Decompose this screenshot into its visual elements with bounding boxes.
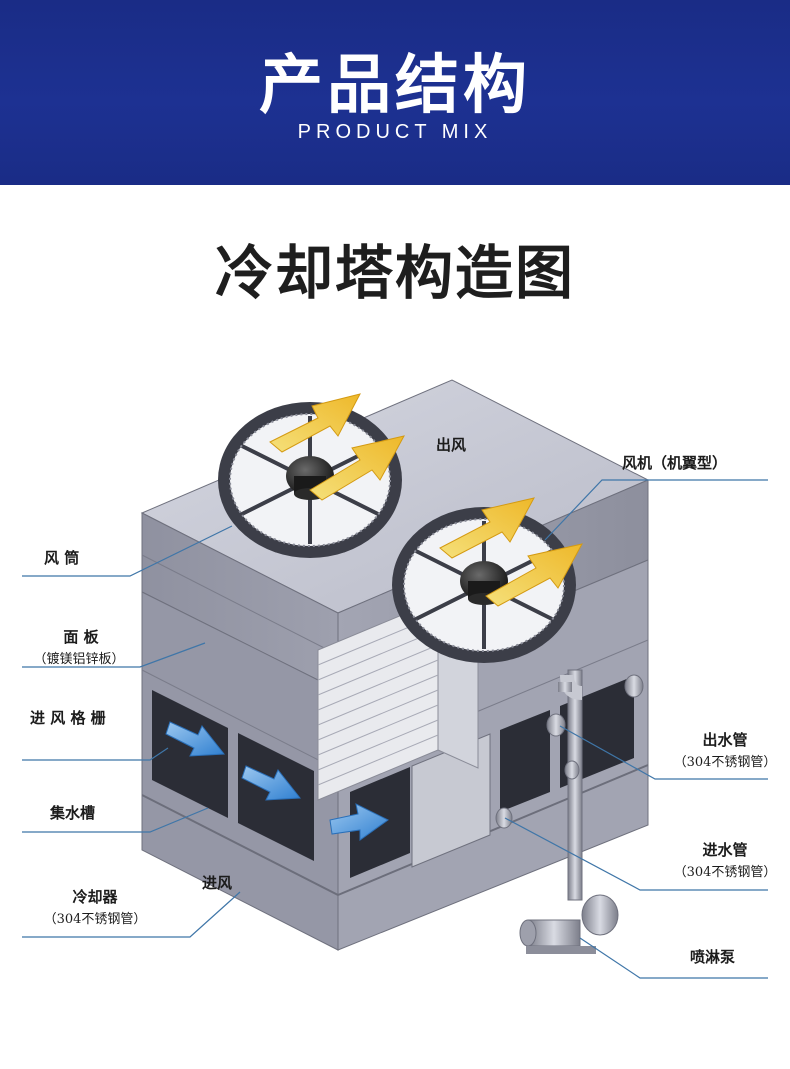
- cooling-tower-illustration: [22, 379, 768, 979]
- label-air-in: 进风: [202, 874, 233, 892]
- air-out-arrows: [269, 393, 583, 607]
- label-cooler: 冷却器: [72, 888, 118, 906]
- label-air-inlet-grille: 进 风 格 栅: [30, 709, 106, 727]
- banner-title: 产品结构: [259, 49, 531, 123]
- label-spray-pump: 喷淋泵: [690, 948, 736, 966]
- label-water-basin: 集水槽: [50, 804, 96, 822]
- label-water-outlet-material: （304不锈钢管）: [673, 755, 777, 770]
- cooling-tower-diagram: 出风 风机（机翼型） 风 筒 面 板 （镀镁铝锌板） 进 风 格 栅 集水槽 进…: [0, 330, 790, 1069]
- diagram-heading: 冷却塔构造图: [214, 239, 575, 307]
- leader-lines: [22, 479, 768, 979]
- banner-subtitle: PRODUCT MIX: [297, 121, 493, 143]
- label-fan-duct: 风 筒: [44, 549, 80, 567]
- label-water-inlet-material: （304不锈钢管）: [673, 865, 777, 880]
- label-air-out: 出风: [436, 436, 467, 454]
- label-fan: 风机（机翼型）: [622, 454, 728, 472]
- label-water-outlet: 出水管: [702, 731, 748, 749]
- label-panel: 面 板: [63, 628, 99, 646]
- header-banner: 产品结构 PRODUCT MIX: [0, 0, 790, 185]
- label-water-inlet: 进水管: [702, 841, 748, 859]
- label-cooler-material: （304不锈钢管）: [43, 912, 147, 927]
- air-in-arrows: [165, 721, 389, 841]
- label-panel-material: （镀镁铝锌板）: [33, 652, 125, 667]
